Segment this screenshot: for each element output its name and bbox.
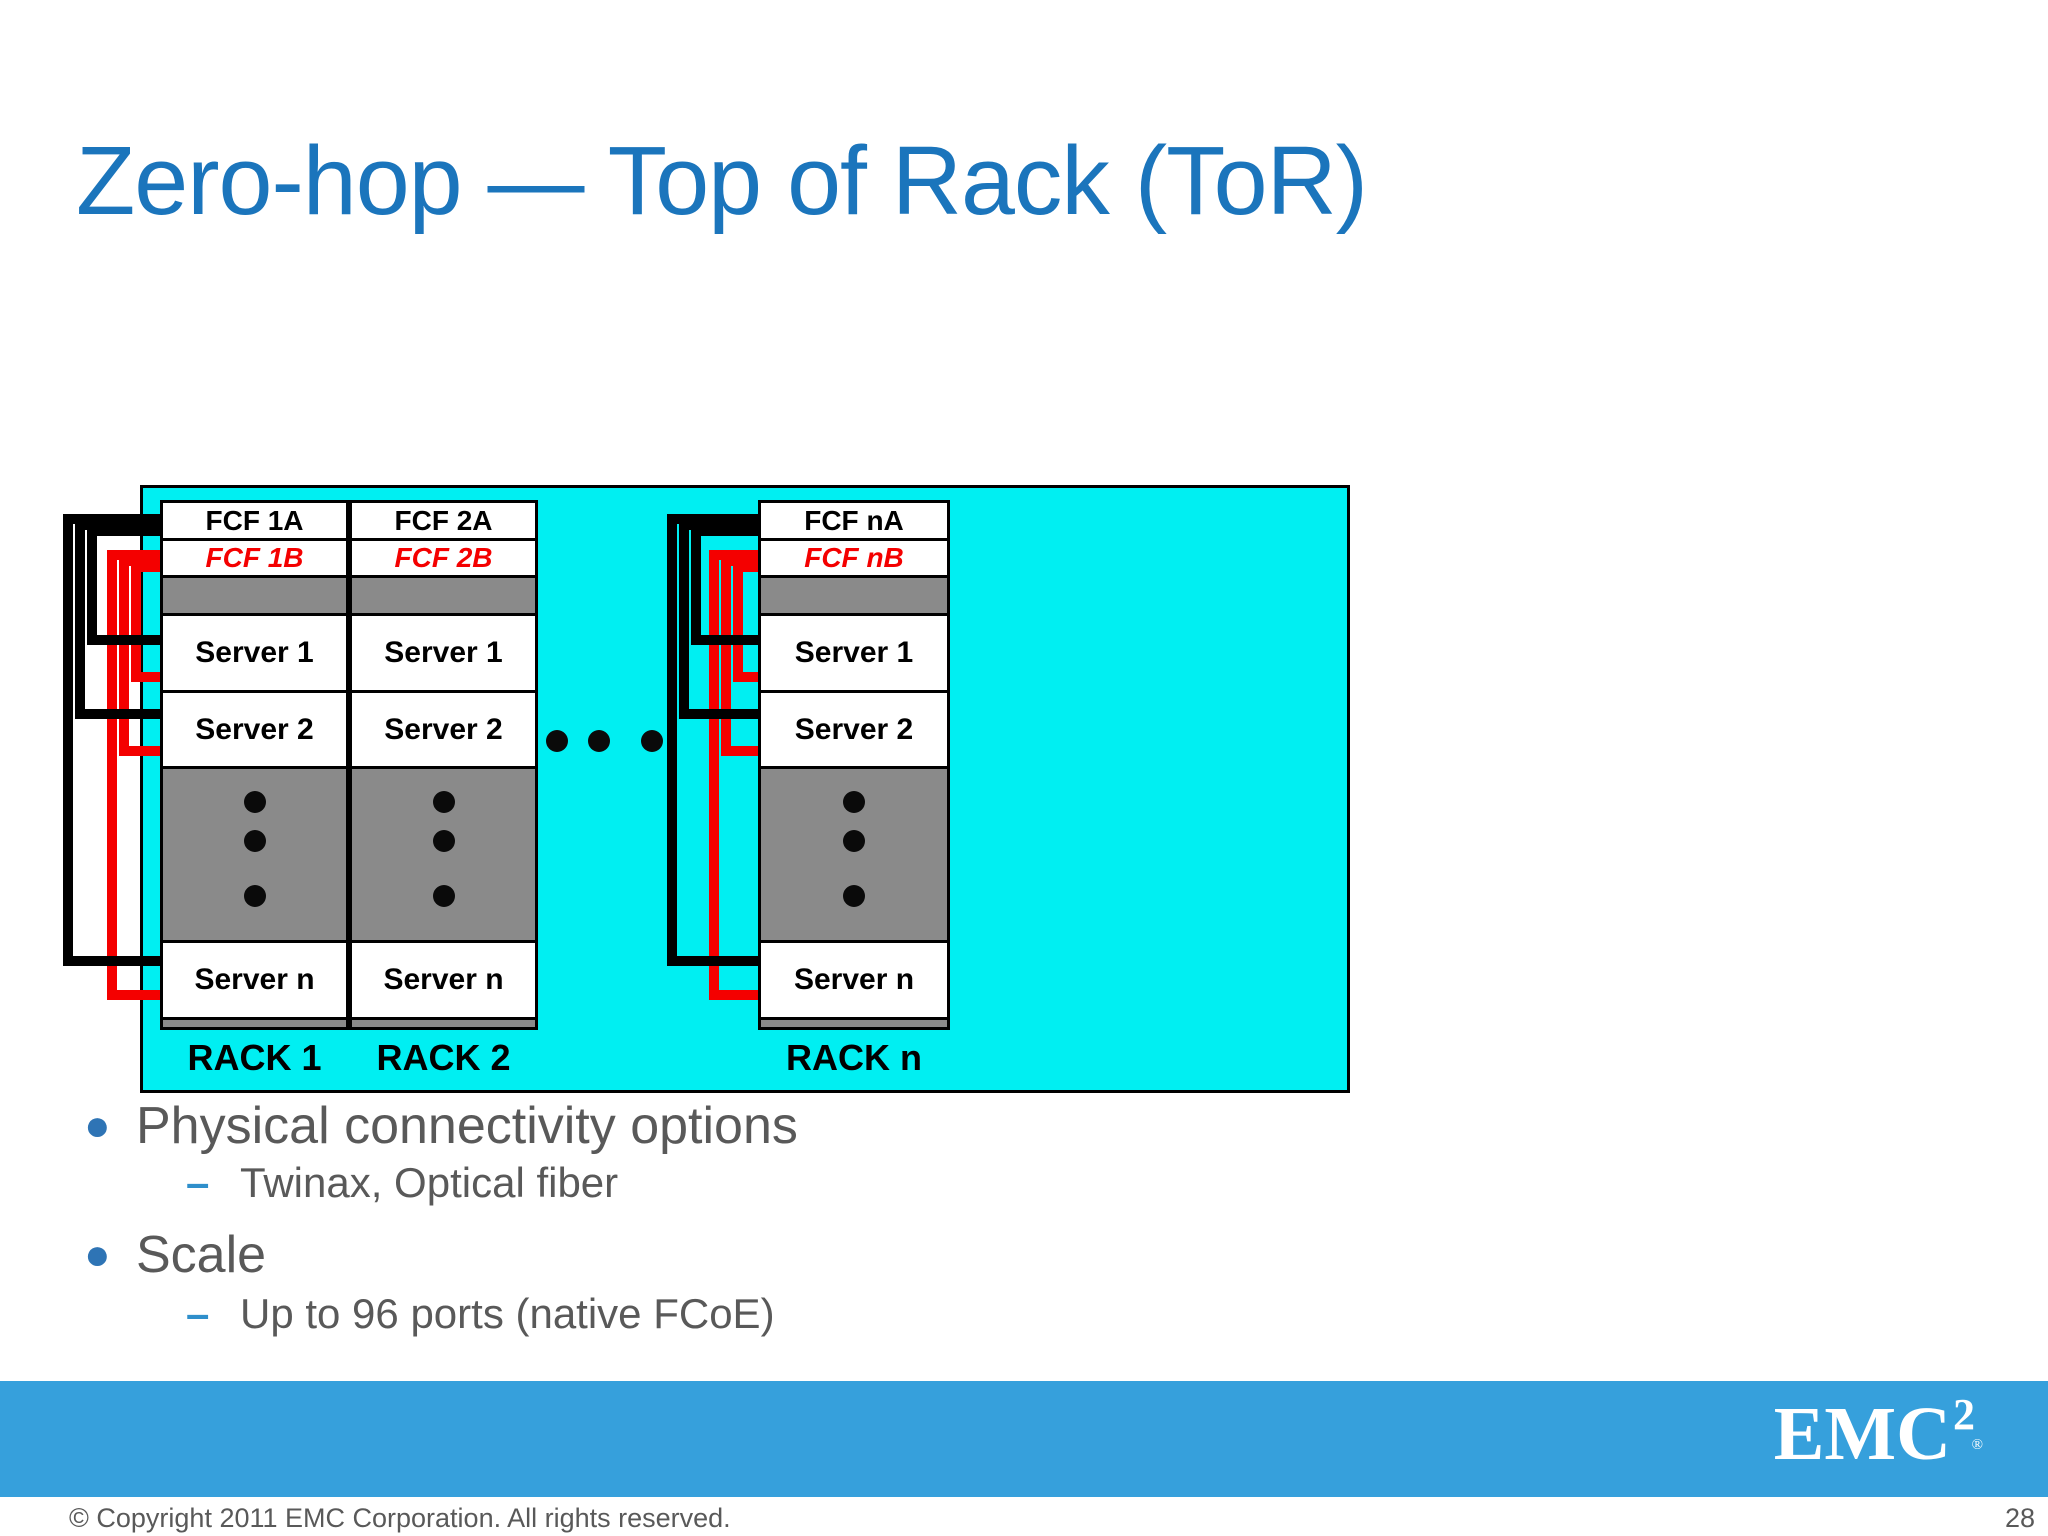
emc-logo-exp: 2 xyxy=(1953,1389,1975,1439)
ellipsis-dots-icon xyxy=(546,730,663,752)
page-number: 28 xyxy=(2004,1503,2035,1533)
server-n-cell: Server n xyxy=(163,940,346,1017)
dot-icon xyxy=(243,885,266,907)
dot-icon xyxy=(843,830,865,852)
dash-icon: – xyxy=(186,1159,210,1206)
page-title: Zero-hop — Top of Rack (ToR) xyxy=(76,126,1368,235)
registered-mark-icon: ® xyxy=(1971,1436,1983,1453)
server-1-cell: Server 1 xyxy=(163,613,346,690)
fcf-a-cell: FCF 1A xyxy=(205,504,304,536)
emc-logo-text: EMC xyxy=(1773,1391,1951,1476)
bullet-item: ● Physical connectivity options xyxy=(84,1098,798,1154)
more-servers-ellipsis xyxy=(352,766,535,940)
server-2-cell: Server 2 xyxy=(163,690,346,766)
fcf-b-cell: FCF 2B xyxy=(352,538,535,575)
rack-2-label: RACK 2 xyxy=(376,1037,511,1078)
more-servers-ellipsis xyxy=(761,766,947,940)
bullet-item: ● Scale xyxy=(84,1227,266,1283)
sub-bullet-item: – Twinax, Optical fiber xyxy=(186,1160,618,1206)
dot-icon xyxy=(243,830,266,852)
rack-n-label: RACK n xyxy=(786,1037,922,1078)
spacer-band-thin xyxy=(163,1017,346,1027)
server-1-cell: Server 1 xyxy=(352,613,535,690)
dot-icon xyxy=(843,885,865,907)
rack-2: FCF 2A FCF 2B Server 1 Server 2 Server n xyxy=(349,500,538,1030)
server-n-cell: Server n xyxy=(761,940,947,1017)
spacer-band-thin xyxy=(761,1017,947,1027)
rackn-fcfa-cable xyxy=(667,514,758,966)
dot-icon xyxy=(843,791,865,813)
rackn-fcfb-cable xyxy=(709,550,758,1000)
sub-bullet-text: Up to 96 ports (native FCoE) xyxy=(240,1290,775,1337)
rack-1: FCF 1A FCF 1B Server 1 Server 2 Server n xyxy=(160,500,349,1030)
server-n-cell: Server n xyxy=(352,940,535,1017)
dot-icon xyxy=(243,791,266,813)
rack-n: FCF nA FCF nB Server 1 Server 2 Server n xyxy=(758,500,950,1030)
dash-icon: – xyxy=(186,1290,210,1337)
server-1-cell: Server 1 xyxy=(761,613,947,690)
spacer-band xyxy=(761,575,947,613)
fcf-a-cell: FCF 2A xyxy=(394,504,493,536)
sub-bullet-text: Twinax, Optical fiber xyxy=(240,1159,619,1206)
bullet-icon: ● xyxy=(84,1230,111,1279)
emc-logo: EMC2® xyxy=(1774,1390,1983,1483)
dot-icon xyxy=(432,791,455,813)
spacer-band-thin xyxy=(352,1017,535,1027)
rack1-fcfb-cable xyxy=(107,550,160,1000)
bullet-text: Physical connectivity options xyxy=(136,1097,798,1155)
more-servers-ellipsis xyxy=(163,766,346,940)
server-2-cell: Server 2 xyxy=(761,690,947,766)
spacer-band xyxy=(352,575,535,613)
bullet-text: Scale xyxy=(136,1226,267,1284)
emc-logo-superscript: 2® xyxy=(1953,1377,1983,1453)
fcf-b-cell: FCF nB xyxy=(761,538,947,575)
copyright-text: © Copyright 2011 EMC Corporation. All ri… xyxy=(69,1503,731,1533)
server-2-cell: Server 2 xyxy=(352,690,535,766)
bullet-icon: ● xyxy=(84,1101,111,1150)
fcf-b-cell: FCF 1B xyxy=(163,538,346,575)
footer-bar: EMC2® xyxy=(0,1381,2048,1497)
spacer-band xyxy=(163,575,346,613)
rack1-fcfa-cable xyxy=(63,514,160,966)
dot-icon xyxy=(432,885,455,907)
rack-1-label: RACK 1 xyxy=(187,1037,322,1078)
sub-bullet-item: – Up to 96 ports (native FCoE) xyxy=(186,1291,775,1337)
dot-icon xyxy=(432,830,455,852)
fcf-a-cell: FCF nA xyxy=(804,504,904,536)
